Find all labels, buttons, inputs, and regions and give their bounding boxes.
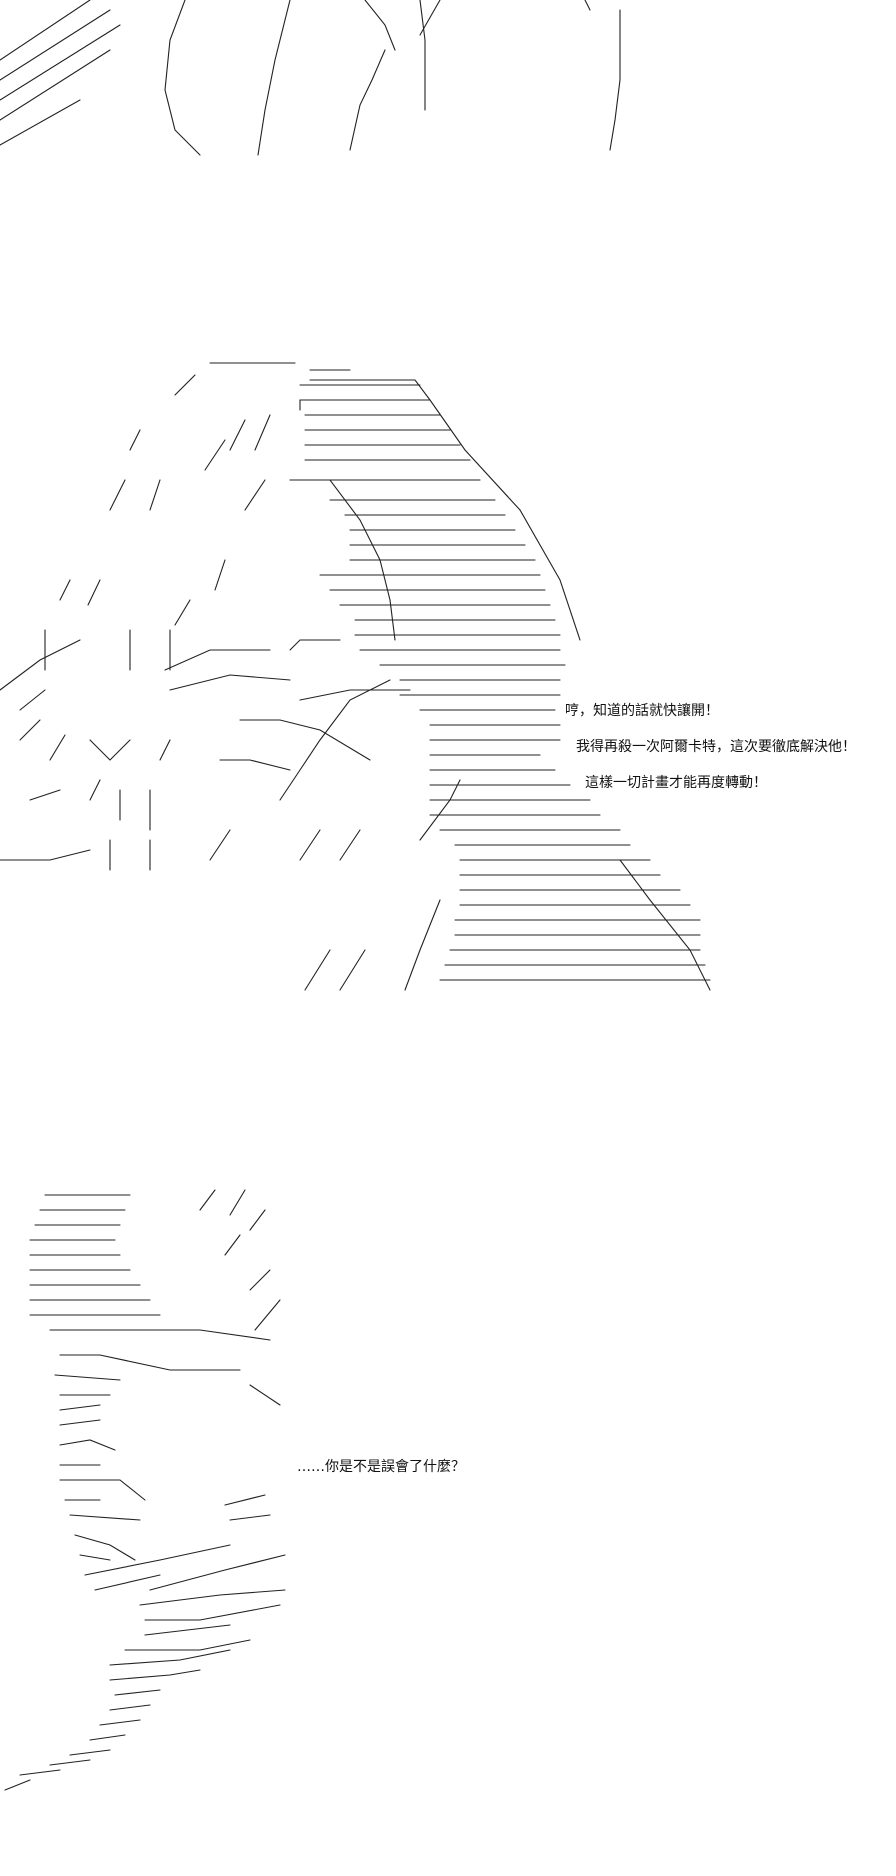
- panel-3-line-1: ……你是不是誤會了什麼？: [297, 1459, 465, 1475]
- panel-2-line-2: 我得再殺一次阿爾卡特，這次要徹底解決他！: [576, 739, 856, 755]
- panel-3-figure: [4, 1189, 286, 1791]
- panel-2-line-3: 這樣一切計畫才能再度轉動！: [585, 775, 767, 791]
- panel-2-figure: [0, 362, 711, 991]
- panel-1-figure: [0, 0, 621, 156]
- panel-2-line-1: 哼，知道的話就快讓開！: [565, 703, 719, 719]
